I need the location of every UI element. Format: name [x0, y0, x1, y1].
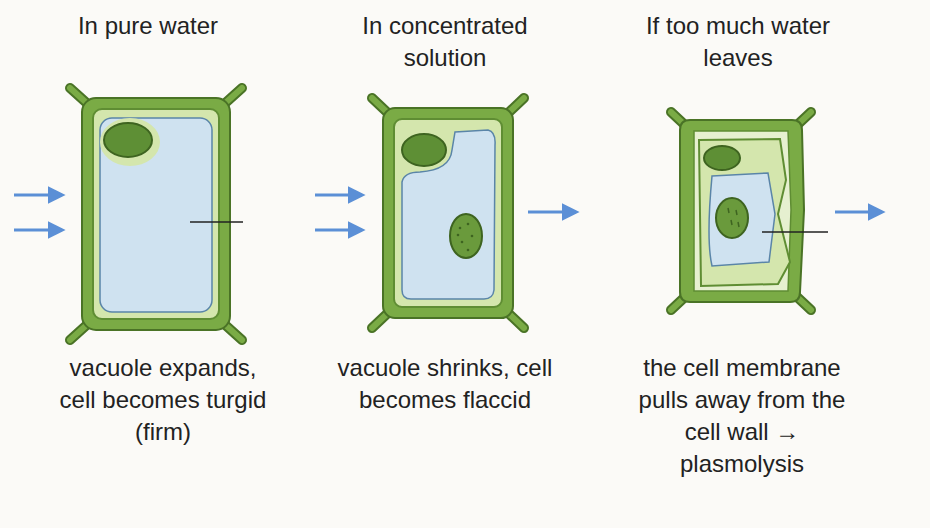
plasmolysed-cell [671, 112, 828, 310]
result-description: the cell membrane pulls away from the ce… [635, 352, 850, 480]
turgid-cell [70, 88, 243, 340]
water-arrows [315, 195, 576, 230]
result-description: vacuole expands, cell becomes turgid (fi… [56, 352, 271, 448]
condition-heading: In pure water [28, 10, 268, 42]
water-arrows [835, 211, 882, 214]
water-arrows [14, 195, 62, 230]
condition-heading: In concentrated solution [335, 10, 555, 74]
result-description: vacuole shrinks, cell becomes flaccid [330, 352, 560, 416]
condition-heading: If too much water leaves [628, 10, 848, 74]
flaccid-cell [372, 98, 524, 328]
